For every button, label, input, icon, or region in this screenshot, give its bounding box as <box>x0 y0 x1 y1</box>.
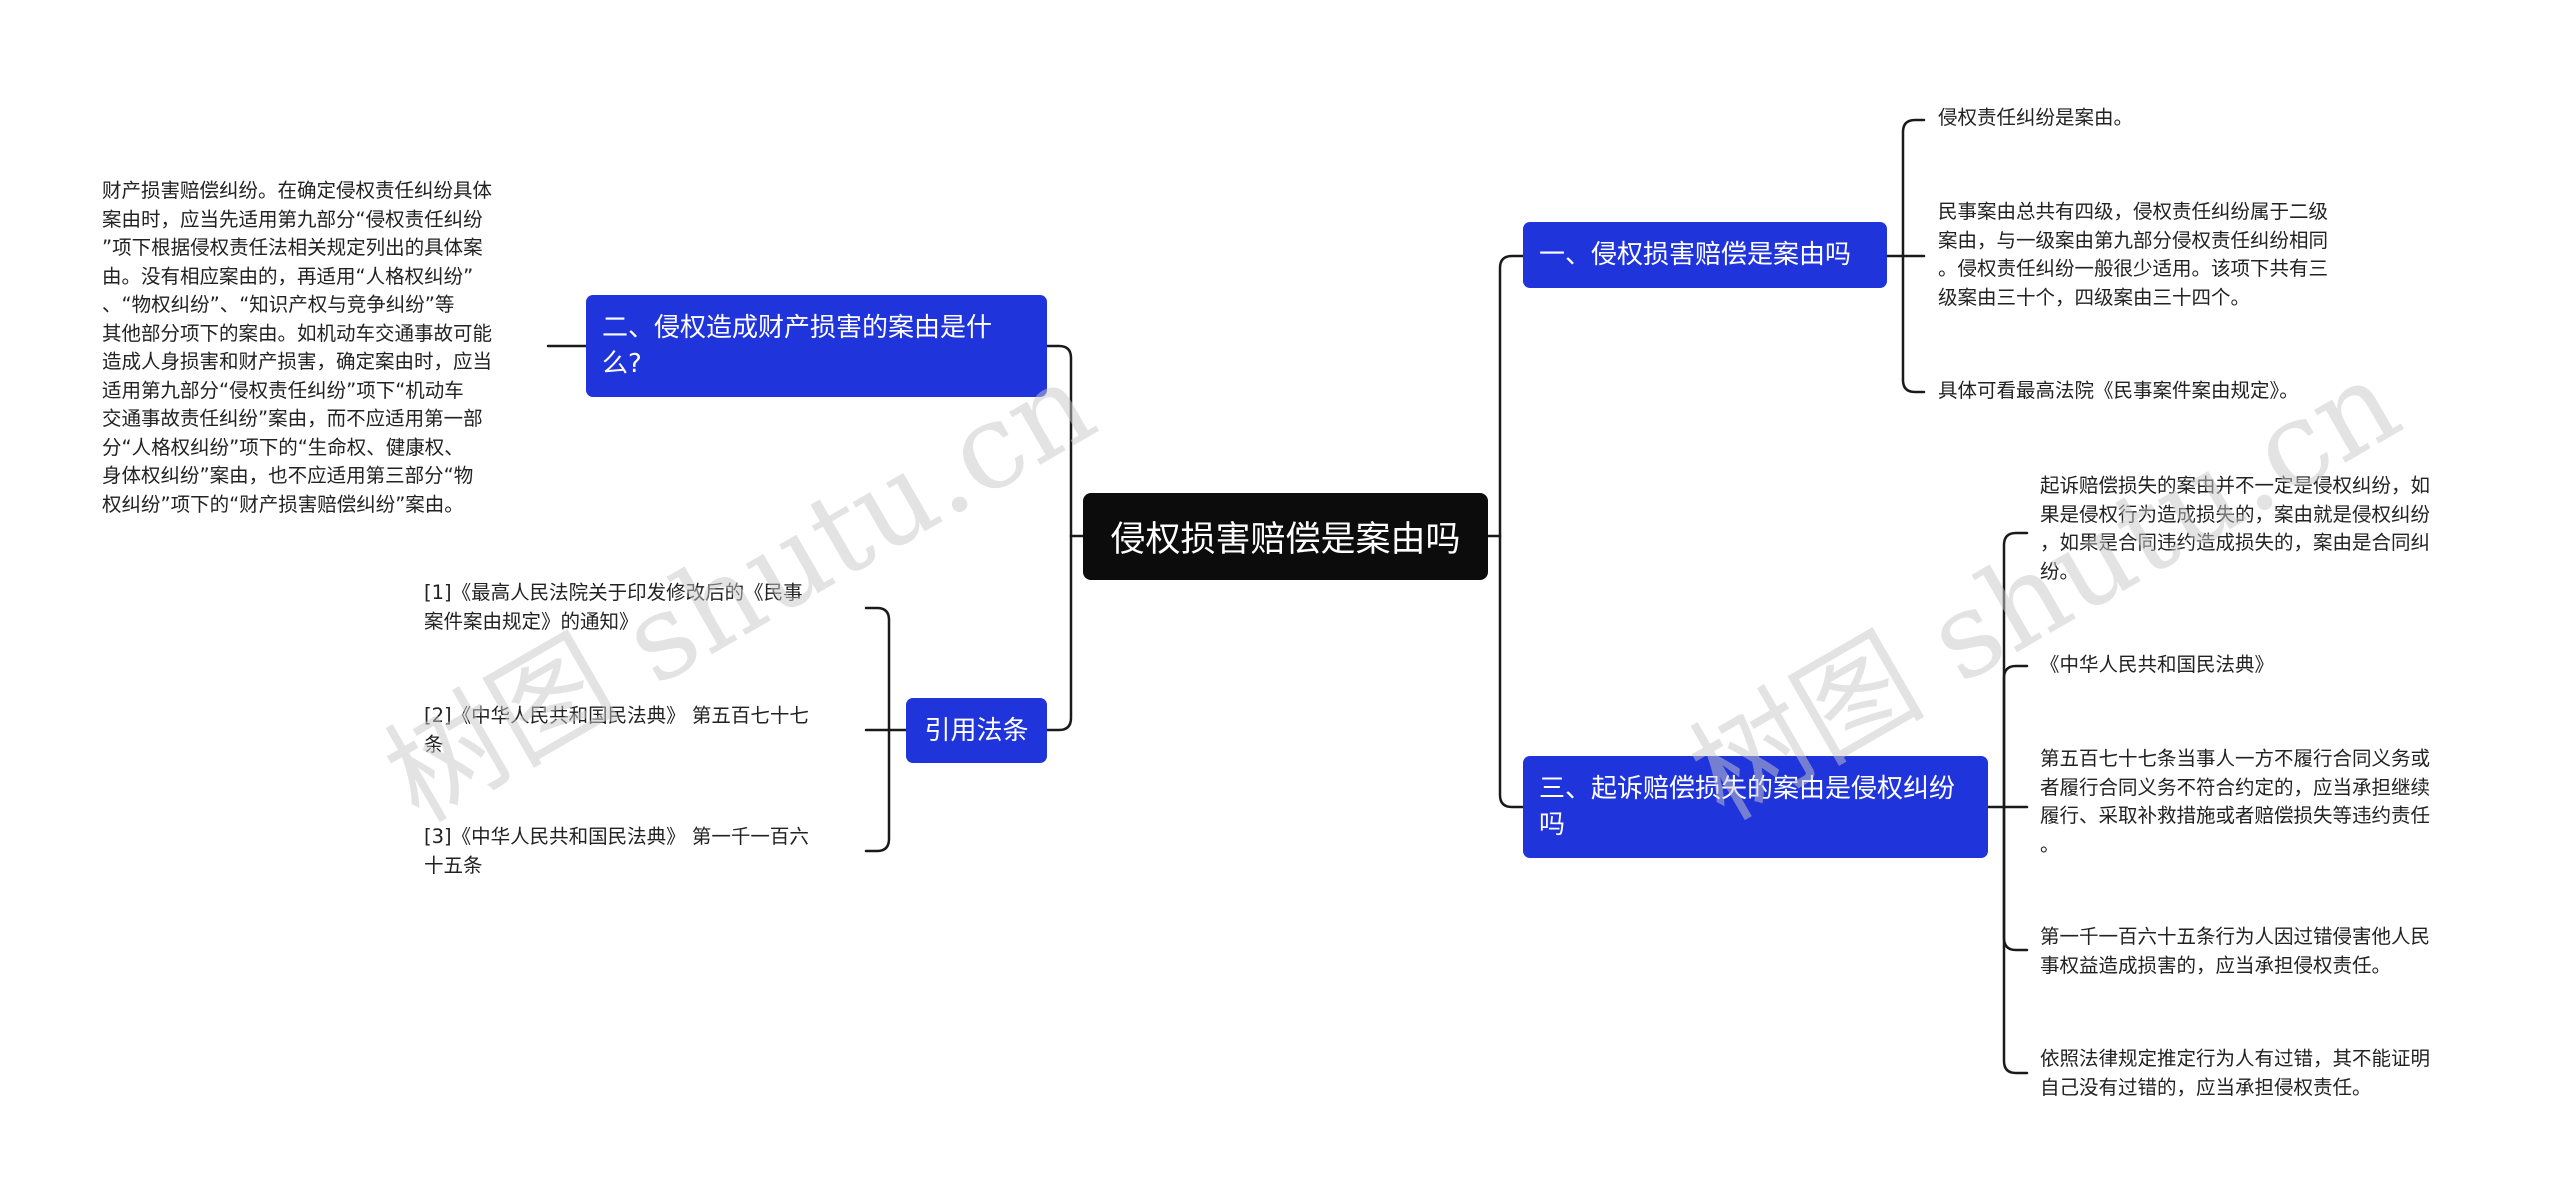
connector-t3-leaf4 <box>2002 805 2029 952</box>
topic-node-1[interactable]: 一、侵权损害赔偿是案由吗 <box>1523 222 1887 288</box>
topic-label-4: 引用法条 <box>924 715 1029 746</box>
leaf-t2-1[interactable]: 财产损害赔偿纠纷。在确定侵权责任纠纷具体 案由时，应当先适用第九部分“侵权责任纠… <box>102 179 493 516</box>
leaf-t4-3[interactable]: [3]《中华人民共和国民法典》 第一千一百六 十五条 <box>424 825 809 877</box>
topic-label-3: 三、起诉赔偿损失的案由是侵权纠纷吗 <box>1539 774 1956 840</box>
leaf-t3-2[interactable]: 《中华人民共和国民法典》 <box>2040 653 2275 676</box>
topic-node-4[interactable]: 引用法条 <box>906 698 1047 763</box>
connector-t3-leaf5 <box>2002 805 2029 1075</box>
leaf-t1-3[interactable]: 具体可看最高法院《民事案件案由规定》。 <box>1938 379 2299 402</box>
topic-label-1: 一、侵权损害赔偿是案由吗 <box>1539 240 1852 270</box>
leaf-t3-1[interactable]: 起诉赔偿损失的案由并不一定是侵权纠纷，如 果是侵权行为造成损失的，案由就是侵权纠… <box>2040 474 2431 583</box>
leaf-t4-1[interactable]: [1]《最高人民法院关于印发修改后的《民事 案件案由规定》的通知》 <box>424 581 803 633</box>
topic-node-3[interactable]: 三、起诉赔偿损失的案由是侵权纠纷吗 <box>1523 756 1988 858</box>
connector-root-t4 <box>1045 534 1073 732</box>
connector-t1-leaf1 <box>1901 118 1926 258</box>
connector-root-t3 <box>1498 534 1525 809</box>
leaf-t3-4[interactable]: 第一千一百六十五条行为人因过错侵害他人民 事权益造成损害的，应当承担侵权责任。 <box>2040 925 2431 977</box>
leaf-t1-2[interactable]: 民事案由总共有四级，侵权责任纠纷属于二级 案由，与一级案由第九部分侵权责任纠纷相… <box>1938 200 2329 309</box>
leaf-t3-3[interactable]: 第五百七十七条当事人一方不履行合同义务或 者履行合同义务不符合约定的，应当承担继… <box>2040 747 2431 856</box>
leaf-t1-1[interactable]: 侵权责任纠纷是案由。 <box>1938 106 2134 129</box>
root-label: 侵权损害赔偿是案由吗 <box>1110 520 1461 560</box>
connector-t3-leaf2 <box>2002 664 2029 809</box>
connector-root-t2 <box>1045 344 1073 538</box>
leaf-t3-5[interactable]: 依照法律规定推定行为人有过错，其不能证明 自己没有过错的，应当承担侵权责任。 <box>2040 1047 2431 1099</box>
topic-label-2: 二、侵权造成财产损害的案由是什么? <box>602 313 993 379</box>
connector-t4-leaf1 <box>864 606 891 732</box>
connector-t4-leaf3 <box>864 728 891 853</box>
topic-node-2[interactable]: 二、侵权造成财产损害的案由是什么? <box>586 295 1047 397</box>
connector-t3-leaf1 <box>2002 531 2029 809</box>
connector-t1-leaf3 <box>1901 254 1926 394</box>
root-node[interactable]: 侵权损害赔偿是案由吗 <box>1083 493 1488 580</box>
leaf-t4-2[interactable]: [2]《中华人民共和国民法典》 第五百七十七 条 <box>424 704 809 756</box>
connector-root-t1 <box>1498 254 1525 538</box>
